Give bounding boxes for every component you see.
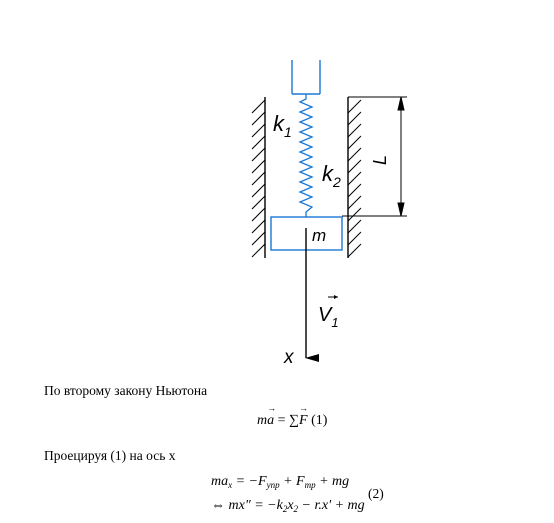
equation-2: max = −Fупр + Fтр + mg (211, 474, 350, 490)
eq1-m: m (257, 413, 268, 428)
equation-number-2: (2) (368, 486, 384, 501)
spring-mass-diagram: k1 k2 m L V1 x (251, 60, 407, 368)
eq1-number: (1) (307, 413, 328, 428)
eq1-sum: = ∑ (274, 413, 300, 428)
right-wall (347, 97, 362, 258)
mass-label: m (312, 226, 326, 245)
top-mount (291, 60, 321, 95)
k1-label: k1 (273, 111, 292, 140)
length-label: L (370, 155, 390, 165)
k2-label: k2 (322, 161, 341, 190)
equation-3: ⇔ mx" = −k2x2 − r.x' + mg (211, 498, 365, 514)
dimension-l (342, 96, 407, 217)
projection-text: Проецируя (1) на ось x (44, 448, 176, 463)
eq1-a: a (267, 403, 276, 429)
eq1-f: F (299, 403, 308, 429)
spring (298, 94, 314, 217)
svg-text:V1: V1 (318, 304, 339, 330)
velocity-label: V1 (318, 295, 339, 330)
newton-law-text: По второму закону Ньютона (44, 383, 208, 398)
left-wall (251, 97, 266, 258)
equation-1: ma = ∑F (1) (257, 403, 328, 429)
x-axis-label: x (283, 347, 295, 368)
